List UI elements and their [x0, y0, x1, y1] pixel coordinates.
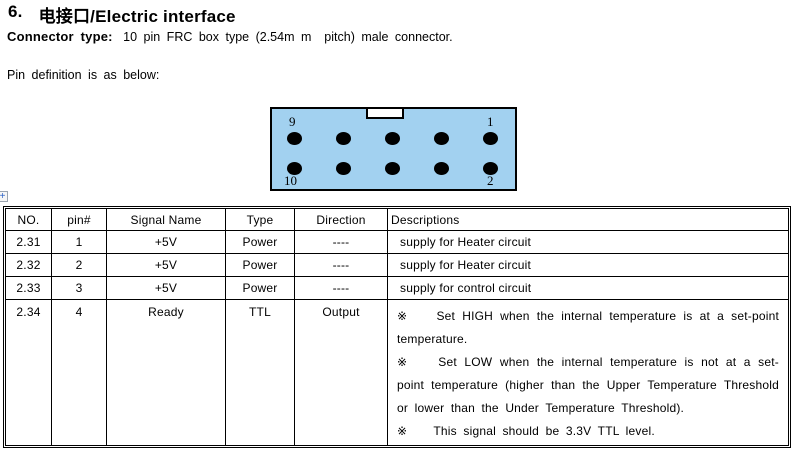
- pin-dot-icon: [434, 162, 449, 175]
- cell-pin: 4: [51, 299, 107, 446]
- pin-dot-icon: [483, 162, 498, 175]
- cell-signal: +5V: [106, 253, 226, 277]
- pin-dot-icon: [385, 132, 400, 145]
- pin-number-label-1: 1: [487, 114, 494, 129]
- cell-no: 2.33: [5, 276, 52, 300]
- pin-dot-icon: [336, 162, 351, 175]
- cell-signal: Ready: [106, 299, 226, 446]
- col-header-descriptions: Descriptions: [387, 208, 789, 231]
- connector-diagram: 9 1 10 2: [270, 107, 517, 191]
- cell-no: 2.31: [5, 230, 52, 254]
- col-header-direction: Direction: [294, 208, 388, 231]
- cell-pin: 3: [51, 276, 107, 300]
- cell-description: ※ Set HIGH when the internal temperature…: [387, 299, 789, 446]
- polarity-notch-icon: [366, 107, 404, 119]
- section-number: 6.: [8, 2, 23, 21]
- col-header-pin: pin#: [51, 208, 107, 231]
- pin-number-label-10: 10: [284, 173, 297, 188]
- cell-direction: Output: [294, 299, 388, 446]
- pin-dot-icon: [483, 132, 498, 145]
- cell-pin: 2: [51, 253, 107, 277]
- pin-dot-icon: [287, 132, 302, 145]
- cell-type: Power: [225, 253, 295, 277]
- pin-dot-icon: [385, 162, 400, 175]
- cell-pin: 1: [51, 230, 107, 254]
- cell-direction: ----: [294, 276, 388, 300]
- connector-type-label: Connector type:: [7, 29, 113, 44]
- table-row: 2.32 2 +5V Power ---- supply for Heater …: [5, 253, 789, 277]
- col-header-no: NO.: [5, 208, 52, 231]
- connector-type-value: 10 pin FRC box type (2.54m m pitch) male…: [123, 30, 453, 44]
- pin-dot-icon: [434, 132, 449, 145]
- pin-number-label-9: 9: [289, 114, 296, 129]
- table-row: 2.31 1 +5V Power ---- supply for Heater …: [5, 230, 789, 254]
- table-row: 2.34 4 Ready TTL Output ※ Set HIGH when …: [5, 299, 789, 446]
- cell-description: supply for control circuit: [387, 276, 789, 300]
- cell-description: supply for Heater circuit: [387, 253, 789, 277]
- section-title-text: 电接口/Electric interface: [38, 7, 236, 26]
- cell-no: 2.32: [5, 253, 52, 277]
- cell-signal: +5V: [106, 230, 226, 254]
- page-title: 6. 电接口/Electric interface: [8, 2, 236, 27]
- pin-table-wrapper: NO. pin# Signal Name Type Direction Desc…: [3, 206, 791, 448]
- cell-type: Power: [225, 276, 295, 300]
- cell-no: 2.34: [5, 299, 52, 446]
- cell-description: supply for Heater circuit: [387, 230, 789, 254]
- col-header-signal: Signal Name: [106, 208, 226, 231]
- table-header-row: NO. pin# Signal Name Type Direction Desc…: [5, 208, 789, 231]
- pin-definition-line: Pin definition is as below:: [7, 68, 160, 82]
- pin-dot-icon: [336, 132, 351, 145]
- cell-type: TTL: [225, 299, 295, 446]
- table-move-handle-icon[interactable]: +: [0, 191, 8, 202]
- cell-type: Power: [225, 230, 295, 254]
- cell-direction: ----: [294, 253, 388, 277]
- connector-type-line: Connector type: 10 pin FRC box type (2.5…: [7, 29, 453, 44]
- pin-dot-icon: [287, 162, 302, 175]
- cell-signal: +5V: [106, 276, 226, 300]
- col-header-type: Type: [225, 208, 295, 231]
- pin-number-label-2: 2: [487, 173, 494, 188]
- description-paragraph: ※ Set LOW when the internal temperature …: [397, 355, 779, 415]
- cell-direction: ----: [294, 230, 388, 254]
- table-row: 2.33 3 +5V Power ---- supply for control…: [5, 276, 789, 300]
- pin-definition-table: NO. pin# Signal Name Type Direction Desc…: [5, 208, 789, 446]
- description-paragraph: ※ Set HIGH when the internal temperature…: [397, 309, 779, 346]
- description-paragraph: ※ This signal should be 3.3V TTL level.: [397, 424, 655, 438]
